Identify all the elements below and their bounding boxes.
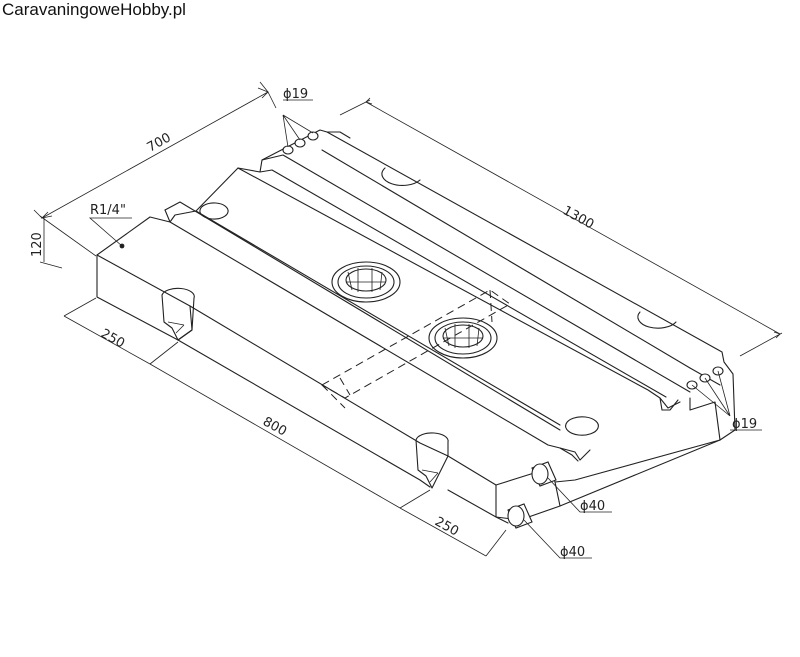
tank-body [96, 129, 736, 524]
filler-ring-upper [331, 261, 401, 303]
dim-line-250-left [63, 297, 179, 365]
label-dim-700: 700 [145, 130, 174, 155]
notches [161, 167, 677, 489]
label-dia40-lower: ϕ40 [560, 545, 585, 560]
dashed-strap [320, 289, 511, 409]
dim-line-1300 [339, 97, 783, 357]
dim-line-800 [149, 363, 431, 509]
label-thread: R1/4" [90, 203, 126, 218]
label-dia19-top: ϕ19 [283, 87, 308, 102]
fitting-dia40-lower [507, 503, 592, 559]
fittings-right-dia19 [686, 366, 762, 431]
label-dia19-right: ϕ19 [732, 417, 757, 432]
dim-line-120 [39, 215, 97, 269]
label-dim-1300: 1300 [560, 203, 596, 232]
dim-line-700 [33, 81, 277, 219]
label-dim-120: 120 [30, 232, 45, 257]
dim-line-250-right [399, 507, 507, 557]
fittings-top-dia19 [282, 99, 319, 155]
brand-title: CaravaningoweHobby.pl [2, 0, 186, 19]
thread-callout [88, 217, 132, 249]
label-dia40-upper: ϕ40 [580, 499, 605, 514]
label-dim-250-left: 250 [98, 326, 127, 351]
label-dim-250-right: 250 [432, 514, 461, 539]
fitting-dia40-upper [531, 461, 612, 513]
filler-ring-lower [428, 317, 498, 359]
